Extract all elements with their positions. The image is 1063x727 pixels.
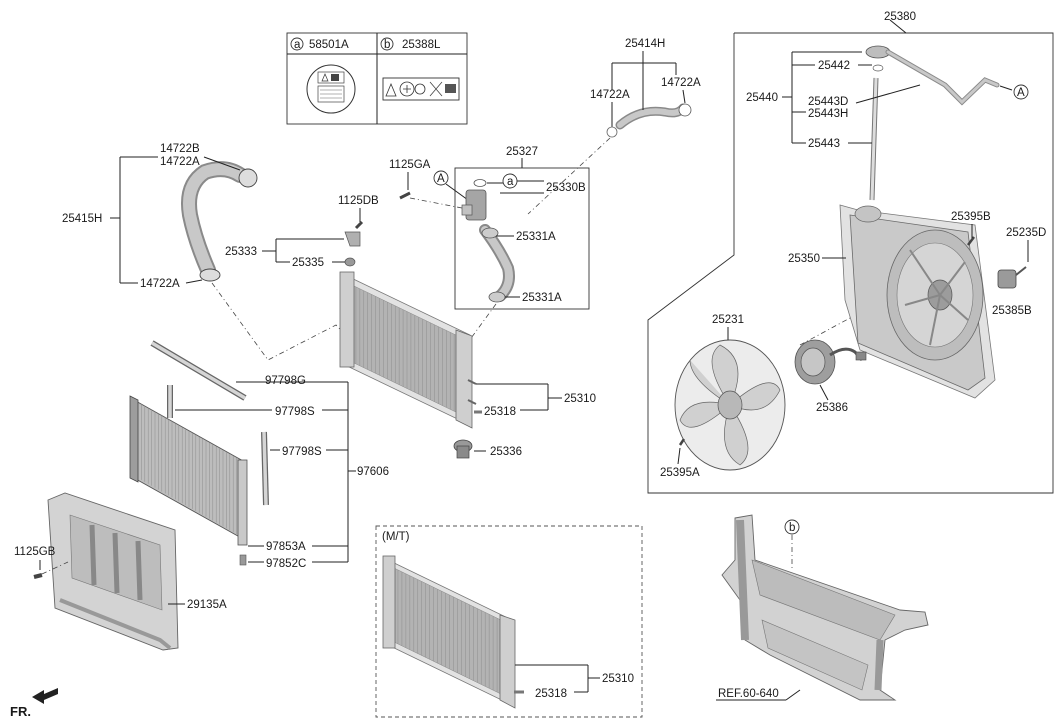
label-14722A-top-right: 14722A <box>661 77 701 89</box>
label-14722A-top-left: 14722A <box>590 89 630 101</box>
legend-b-letter: b <box>384 39 390 51</box>
fan-resistor <box>997 266 1027 289</box>
label-14722B: 14722B <box>160 143 200 155</box>
label-25380: 25380 <box>884 11 916 23</box>
label-25318-mt: 25318 <box>535 688 567 700</box>
label-25331A-bottom: 25331A <box>522 292 562 304</box>
label-97798G: 97798G <box>265 375 306 387</box>
label-25335: 25335 <box>292 257 324 269</box>
overflow-tube <box>865 45 1000 201</box>
ref-b: b <box>789 522 795 534</box>
label-25235D: 25235D <box>1006 227 1046 239</box>
label-97852C: 97852C <box>266 558 306 570</box>
radiator <box>339 271 477 429</box>
label-25415H: 25415H <box>62 213 102 225</box>
condenser <box>129 395 248 566</box>
ref-A-top-right: A <box>1017 87 1025 99</box>
radiator-mt <box>382 555 516 709</box>
seal-97798G <box>150 340 247 401</box>
label-mt: (M/T) <box>382 531 410 543</box>
front-direction-arrow-icon <box>32 688 58 704</box>
label-97798S-top: 97798S <box>275 406 315 418</box>
label-25414H: 25414H <box>625 38 665 50</box>
label-25443H: 25443H <box>808 108 848 120</box>
bracket-25333 <box>344 231 361 267</box>
air-guard <box>47 492 179 651</box>
ref-a-center: a <box>507 176 514 188</box>
bolt-25395A <box>678 438 686 446</box>
legend-b-part: 25388L <box>402 39 441 51</box>
radiator-support-carrier <box>721 514 929 701</box>
label-25330B: 25330B <box>546 182 586 194</box>
label-25333: 25333 <box>225 246 257 258</box>
fan-assembly-outline <box>647 19 1054 494</box>
legend-a-part: 58501A <box>309 39 349 51</box>
fan-motor <box>794 339 867 385</box>
legend-table: a 58501A b 25388L <box>286 32 468 125</box>
radiator-core-grid <box>355 286 459 414</box>
label-25386: 25386 <box>816 402 848 414</box>
lower-hose <box>181 161 258 282</box>
label-25310: 25310 <box>564 393 596 405</box>
label-25443: 25443 <box>808 138 840 150</box>
label-25231: 25231 <box>712 314 744 326</box>
label-fr: FR. <box>10 704 31 719</box>
label-25385B: 25385B <box>992 305 1032 317</box>
label-25336: 25336 <box>490 446 522 458</box>
upper-hose <box>615 103 692 130</box>
label-1125GA: 1125GA <box>389 159 431 171</box>
label-97606: 97606 <box>357 466 389 478</box>
legend-a-letter: a <box>294 39 301 51</box>
ref-A-center: A <box>437 173 445 185</box>
warning-label-icon <box>382 77 460 101</box>
condenser-core-grid <box>141 403 237 535</box>
label-25331A-top: 25331A <box>516 231 556 243</box>
label-29135A: 29135A <box>187 599 227 611</box>
mount-insulator-25336 <box>453 439 473 459</box>
label-25318: 25318 <box>484 406 516 418</box>
label-25442: 25442 <box>818 60 850 72</box>
caution-label-icon <box>306 64 356 114</box>
seal-97798S-mid <box>261 431 269 506</box>
label-25395B: 25395B <box>951 211 991 223</box>
label-ref-60-640: REF.60-640 <box>718 688 779 700</box>
label-25440: 25440 <box>746 92 778 104</box>
mt-radiator-box <box>375 525 643 718</box>
label-25443D: 25443D <box>808 96 848 108</box>
bolt-25395B <box>967 236 975 246</box>
label-1125GB: 1125GB <box>14 546 56 558</box>
fan-shroud <box>839 204 996 399</box>
label-1125DB: 1125DB <box>338 195 379 207</box>
label-14722A-hose-top: 14722A <box>160 156 200 168</box>
label-14722A-hose-bottom: 14722A <box>140 278 180 290</box>
label-25395A: 25395A <box>660 467 700 479</box>
label-25310-mt: 25310 <box>602 673 634 685</box>
label-25327: 25327 <box>506 146 538 158</box>
label-97853A: 97853A <box>266 541 306 553</box>
label-97798S-mid: 97798S <box>282 446 322 458</box>
fan-blade <box>674 339 786 471</box>
label-25350: 25350 <box>788 253 820 265</box>
water-outlet-fitting <box>461 189 515 303</box>
